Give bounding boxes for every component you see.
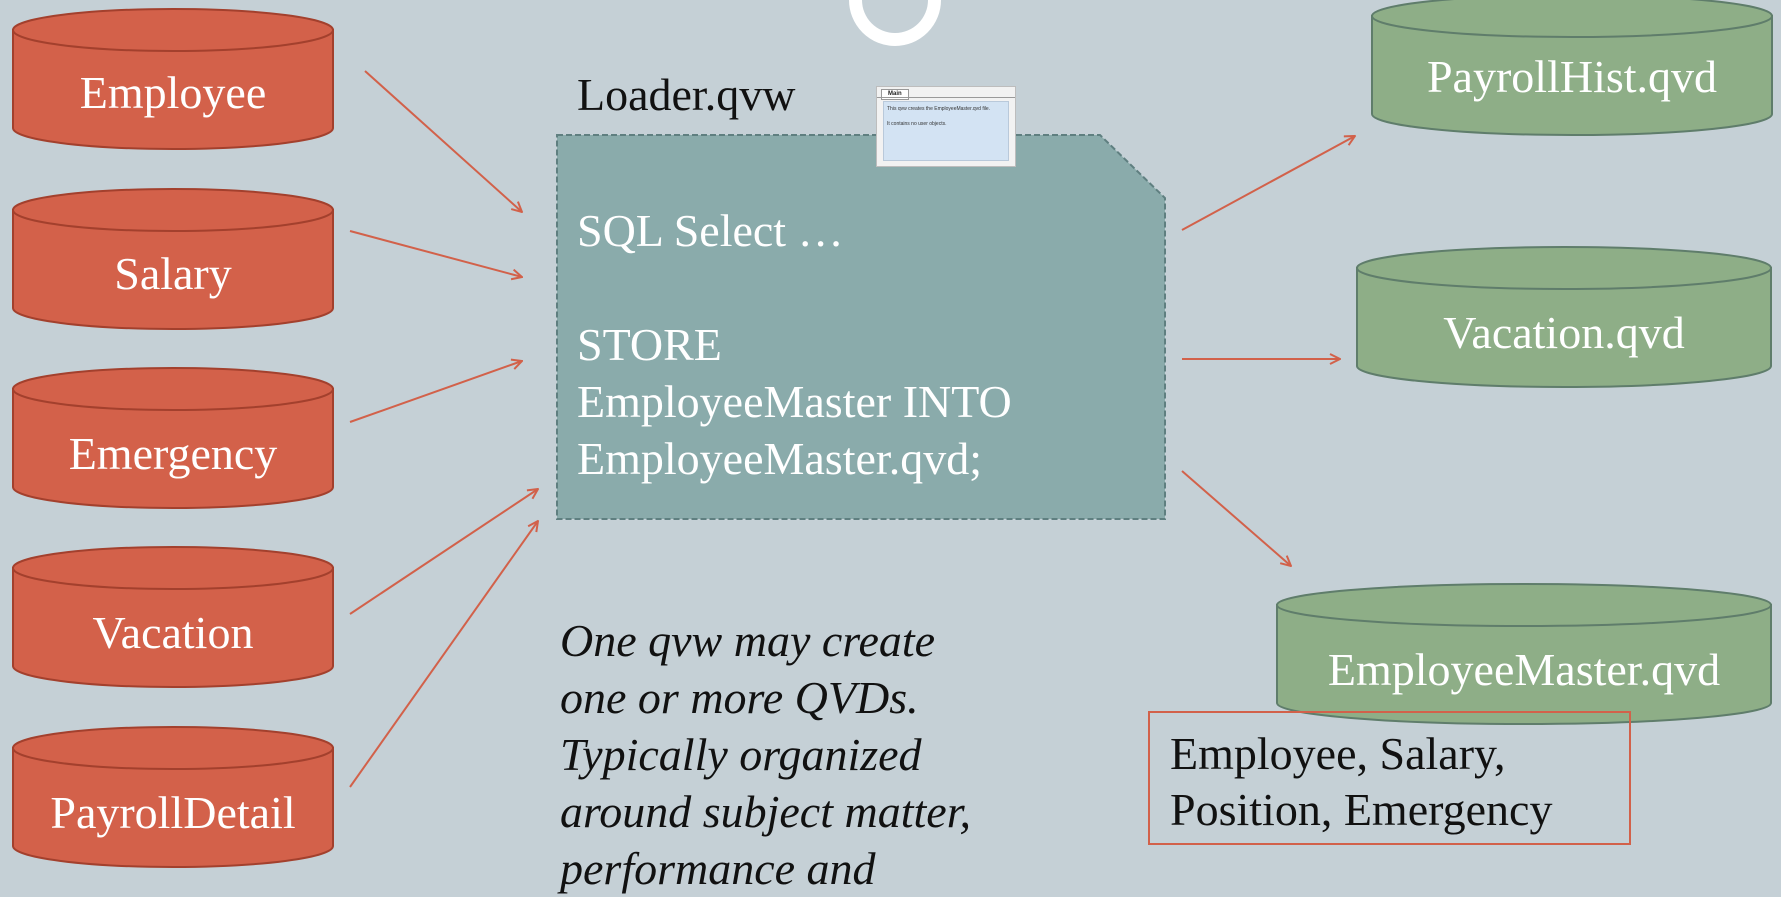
mini-window-thumbnail: Main This qvw creates the EmployeeMaster… — [876, 86, 1016, 167]
source-label-payrolldetail: PayrollDetail — [50, 786, 296, 838]
arrow-loader-to-payrollhist — [1181, 136, 1355, 231]
mini-window-tab: Main — [881, 89, 909, 100]
fields-line-1: Employee, Salary, — [1170, 728, 1506, 779]
arrow-payrolldetail-to-loader — [349, 521, 538, 788]
output-label-payrollhist: PayrollHist.qvd — [1426, 50, 1718, 102]
loader-sql-select: SQL Select … — [577, 205, 844, 256]
loader-title: Loader.qvw — [577, 69, 796, 120]
employeemaster-fields-box: Employee, Salary, Position, Emergency — [1148, 711, 1631, 845]
diagram-canvas — [12, 0, 1773, 868]
fields-line-2: Position, Emergency — [1170, 784, 1553, 835]
arrow-employee-to-loader — [364, 70, 522, 212]
output-cylinder-employeemaster — [1276, 583, 1772, 725]
source-label-salary: Salary — [114, 247, 232, 299]
note-line-5: performance and — [560, 843, 876, 894]
arrow-loader-to-employeemaster — [1181, 470, 1291, 566]
note-line-1: One qvw may create — [560, 615, 936, 666]
source-cylinder-employee — [12, 8, 334, 150]
note-line-4: around subject matter, — [560, 786, 971, 837]
source-label-employee: Employee — [79, 66, 267, 118]
source-label-emergency: Emergency — [68, 427, 278, 479]
source-cylinder-vacation — [12, 546, 334, 688]
top-circle-inner — [862, 0, 928, 33]
loader-file-line: EmployeeMaster.qvd; — [577, 433, 982, 484]
output-label-vacation: Vacation.qvd — [1443, 306, 1685, 358]
mini-window-tabbar — [877, 97, 1015, 98]
arrow-vacation-to-loader — [349, 489, 538, 615]
source-cylinder-emergency — [12, 367, 334, 509]
output-cylinder-vacation — [1356, 246, 1772, 388]
mini-window-text-1: This qvw creates the EmployeeMaster.qvd … — [887, 106, 991, 112]
arrow-salary-to-loader — [349, 230, 522, 277]
output-label-employeemaster: EmployeeMaster.qvd — [1327, 643, 1721, 695]
mini-window-text-2: It contains no user objects. — [887, 121, 947, 127]
source-label-vacation: Vacation — [92, 606, 254, 658]
source-cylinder-salary — [12, 188, 334, 330]
source-cylinder-payrolldetail — [12, 726, 334, 868]
note-line-3: Typically organized — [560, 729, 922, 780]
loader-into-line: EmployeeMaster INTO — [577, 376, 1012, 427]
note-line-2: one or more QVDs. — [560, 672, 919, 723]
arrow-emergency-to-loader — [349, 361, 522, 423]
note-text: One qvw may create one or more QVDs. Typ… — [560, 612, 1080, 897]
loader-store-line: STORE — [577, 319, 722, 370]
output-cylinder-payrollhist — [1371, 0, 1773, 136]
mini-window-body: This qvw creates the EmployeeMaster.qvd … — [883, 101, 1009, 161]
